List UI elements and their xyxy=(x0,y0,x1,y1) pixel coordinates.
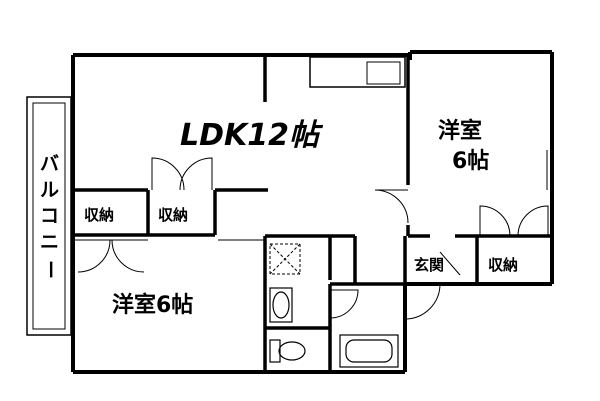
entrance-label: 玄関 xyxy=(414,256,444,274)
doors xyxy=(77,157,549,320)
western-room-right-label-1: 洋室 xyxy=(438,118,482,144)
wash-basin xyxy=(269,287,293,323)
ldk-label: LDK12帖 xyxy=(180,118,324,153)
balcony-char-4: ニ xyxy=(40,231,59,253)
western-room-right-label-2: 6帖 xyxy=(452,149,489,174)
interior-walls xyxy=(73,55,552,372)
balcony-char-2: ル xyxy=(40,179,59,201)
balcony-char-3: コ xyxy=(40,205,59,227)
bathtub xyxy=(339,334,399,368)
toilet xyxy=(269,339,306,363)
western-room-left-label: 洋室6帖 xyxy=(112,292,193,318)
kitchen-counter xyxy=(309,56,406,88)
storage-label-1: 収納 xyxy=(84,206,114,224)
storage-label-2: 収納 xyxy=(158,206,188,224)
balcony-char-5: ー xyxy=(39,260,61,279)
balcony-label: バ ル コ ニ ー xyxy=(39,153,61,279)
washer-space xyxy=(269,243,301,275)
balcony-char-1: バ xyxy=(40,153,59,175)
balcony xyxy=(26,96,72,336)
storage-label-3: 収納 xyxy=(488,256,518,274)
outer-walls xyxy=(71,50,554,374)
